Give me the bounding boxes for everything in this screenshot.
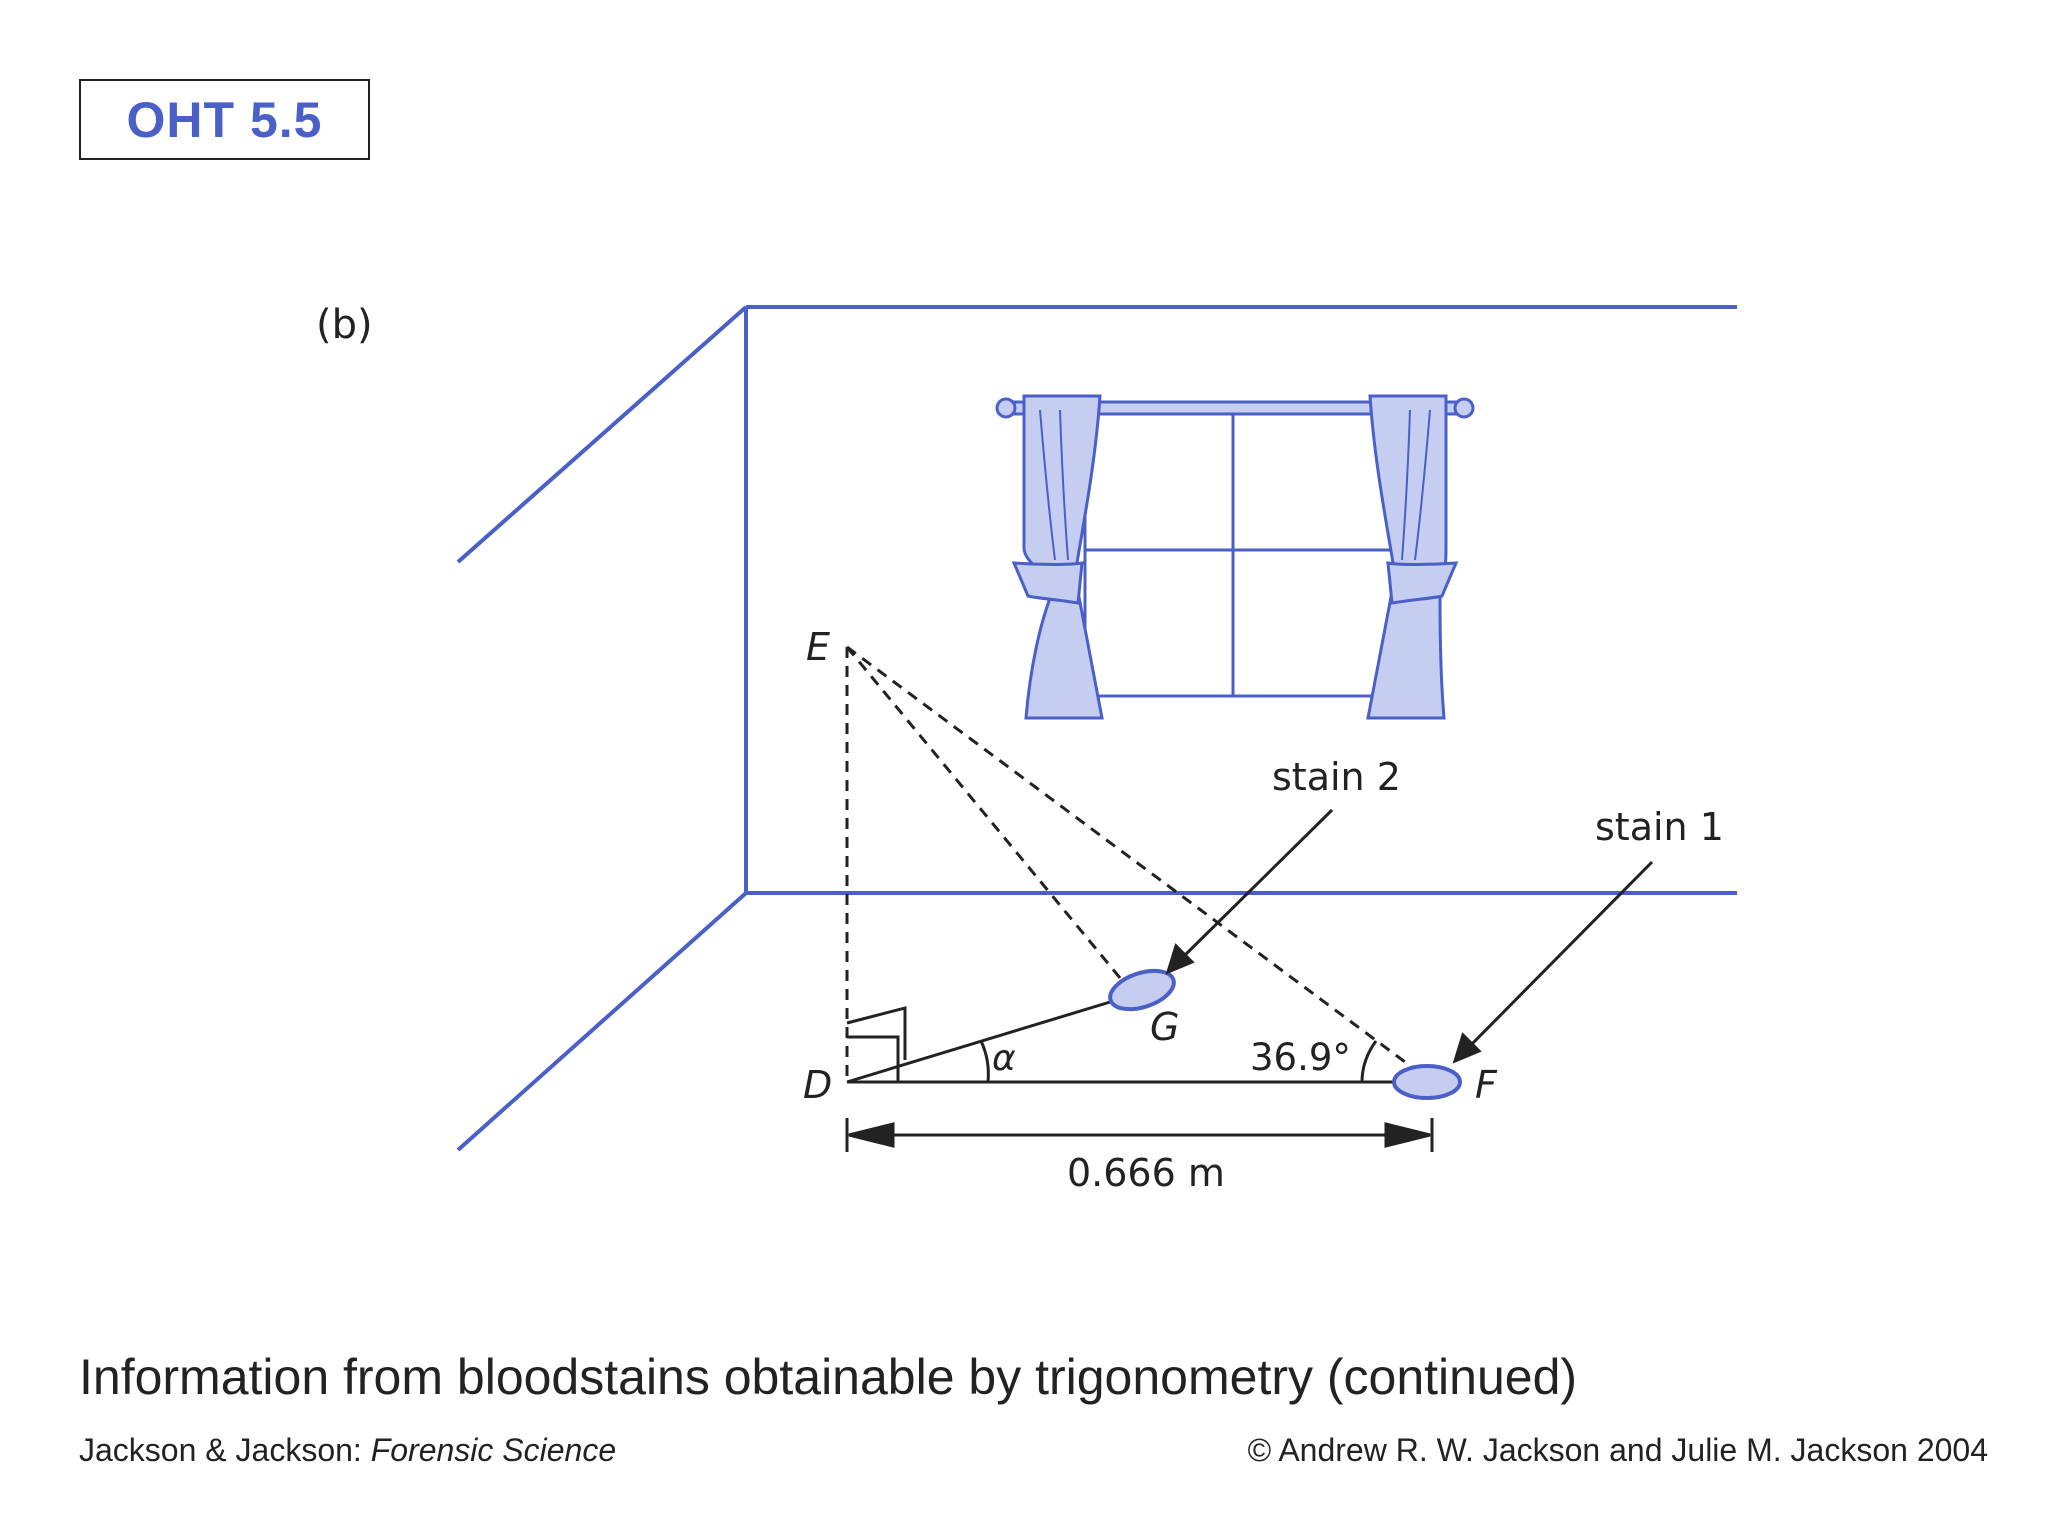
source-book-title: Forensic Science [370, 1432, 617, 1468]
panel-label: (b) [316, 302, 373, 348]
curtain-tie-left [1011, 561, 1084, 605]
label-distance: 0.666 m [1067, 1151, 1225, 1195]
rod-finial-left [995, 397, 1017, 419]
label-d: D [803, 1063, 832, 1107]
dimension-arrowhead-left [848, 1122, 895, 1148]
callout-arrowhead-stain-1 [1452, 1032, 1482, 1064]
curtain-tie-right [1386, 561, 1459, 605]
line-e-g [845, 646, 1132, 991]
window-frame [1083, 406, 1412, 698]
left-ceiling-edge [456, 305, 748, 564]
line-e-f [846, 645, 1433, 1084]
line-d-g [846, 990, 1144, 1084]
callouts [1165, 808, 1654, 1064]
curtain-fold-right [1414, 409, 1431, 561]
floor-lines [846, 990, 1432, 1084]
label-alpha: α [992, 1038, 1016, 1079]
figure-caption: Information from bloodstains obtainable … [79, 1349, 1578, 1405]
source-credit: Jackson & Jackson: Forensic Science [79, 1432, 616, 1469]
dimension-arrowhead-right [1384, 1122, 1431, 1148]
label-angle-value: 36.9° [1250, 1036, 1351, 1079]
left-floor-edge [456, 891, 748, 1152]
copyright-notice: © Andrew R. W. Jackson and Julie M. Jack… [1247, 1432, 1988, 1468]
curtain-fold-right-2 [1401, 409, 1411, 561]
window [995, 394, 1475, 720]
right-angle-mark-2 [846, 1006, 907, 1060]
label-stain-1: stain 1 [1595, 805, 1724, 849]
angle-alpha-arc [979, 1040, 990, 1083]
source-authors: Jackson & Jackson: [79, 1432, 371, 1468]
angle-f-arc [1360, 1040, 1378, 1083]
callout-line-stain-2 [1178, 808, 1334, 962]
right-angle-mark [847, 1035, 900, 1082]
label-e: E [806, 625, 830, 669]
slide-badge: OHT 5.5 [79, 79, 370, 160]
label-f: F [1475, 1063, 1498, 1107]
rod-finial-right [1453, 397, 1475, 419]
label-stain-2: stain 2 [1272, 755, 1401, 799]
callout-arrowhead-stain-2 [1165, 943, 1195, 975]
stain-g [1108, 968, 1176, 1012]
room-outline [456, 305, 1737, 1152]
dashed-lines [845, 645, 1433, 1084]
curtain-fold-left-2 [1059, 409, 1069, 561]
stain-f [1392, 1064, 1462, 1100]
dimension-line [845, 1118, 1434, 1152]
label-g: G [1150, 1005, 1179, 1049]
callout-line-stain-1 [1466, 860, 1654, 1050]
curtain-fold-left [1039, 409, 1056, 561]
slide-badge-label: OHT 5.5 [126, 91, 323, 148]
